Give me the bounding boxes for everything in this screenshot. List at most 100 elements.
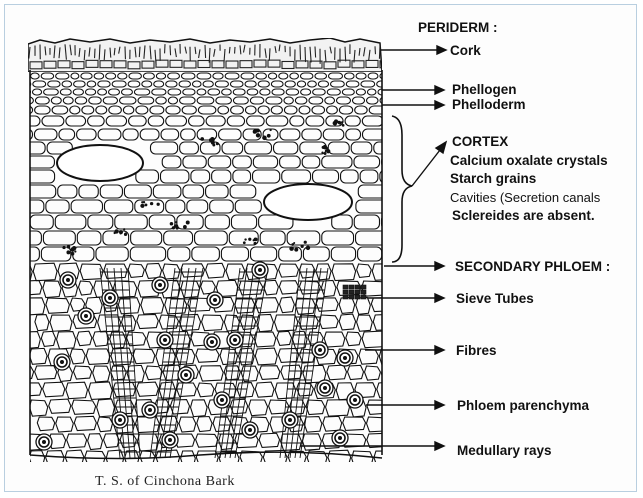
cortex-cell — [143, 73, 154, 79]
cortex-cell — [227, 116, 244, 126]
cortex-cell — [205, 215, 229, 229]
parenchyma-cell — [35, 366, 57, 380]
starch-grain — [256, 133, 260, 137]
cortex-cell — [73, 89, 83, 95]
cortex-cell — [208, 89, 220, 95]
cortex-cell — [74, 81, 86, 87]
cortex-cell — [19, 89, 31, 95]
cortex-cell — [367, 89, 376, 95]
parenchyma-cell — [73, 366, 91, 379]
cortex-cell — [328, 142, 349, 154]
cork-hatch — [170, 45, 171, 55]
cortex-cell — [210, 200, 234, 213]
starch-grain — [141, 201, 143, 203]
parenchyma-cell — [279, 264, 299, 277]
parenchyma-cell — [348, 365, 364, 379]
fibre-lumen — [118, 418, 122, 422]
cortex-cell — [81, 73, 92, 79]
cortex-cell — [88, 215, 113, 229]
cortex-cell — [21, 106, 32, 114]
parenchyma-cell — [181, 281, 200, 298]
cortex-cell — [124, 185, 151, 198]
cortex-cell — [106, 73, 116, 79]
cork-hatch — [315, 46, 316, 57]
cortex-cell — [60, 89, 71, 95]
cortex-cell — [24, 97, 33, 104]
fibre-lumen — [220, 398, 224, 402]
cortex-cell — [299, 106, 310, 114]
starch-grain — [183, 225, 187, 229]
cortex-cell — [183, 156, 206, 168]
starch-grain — [341, 121, 343, 123]
secretion-cavity-1 — [57, 145, 143, 181]
cork-hatch — [305, 47, 306, 62]
fibre-lumen — [148, 408, 152, 412]
starch-grain — [326, 149, 330, 153]
cortex-cell — [219, 129, 241, 140]
cork-hatch — [345, 47, 346, 62]
arrow-cortex — [412, 150, 440, 186]
parenchyma-cell — [365, 366, 381, 380]
cortex-cell — [233, 170, 251, 183]
arrowhead-cork — [437, 46, 446, 54]
arrowhead-phellogen — [435, 86, 444, 94]
parenchyma-cell — [23, 280, 42, 294]
cortex-cell — [345, 116, 360, 126]
cortex-cell — [79, 185, 98, 198]
fibre-lumen — [84, 314, 88, 318]
cortex-cell — [354, 215, 379, 229]
cortex-cell — [98, 81, 110, 87]
parenchyma-cell — [50, 315, 72, 331]
parenchyma-cell — [118, 298, 140, 314]
cortex-cell — [129, 116, 147, 126]
parenchyma-cell — [381, 366, 405, 383]
cortex-cell — [323, 129, 344, 140]
parenchyma-cell — [181, 264, 205, 277]
cortex-cell — [77, 231, 101, 245]
starch-grain — [269, 129, 271, 131]
fibre-lumen — [288, 418, 292, 422]
parenchyma-cell — [74, 416, 96, 430]
fibre-lumen — [323, 386, 327, 390]
starch-grain — [172, 226, 175, 229]
cortex-cell — [306, 116, 324, 126]
cortex-cell — [104, 200, 132, 213]
cork-hatch — [229, 47, 230, 54]
starch-grain — [72, 246, 76, 250]
parenchyma-cell — [141, 298, 164, 314]
arrowhead-phelloderm — [435, 101, 444, 109]
cortex-cell — [213, 73, 223, 79]
cortex-cell — [280, 129, 300, 140]
cortex-cell — [118, 73, 127, 79]
cortex-cell — [341, 170, 359, 183]
cortex-cell — [71, 73, 79, 79]
cork-hatch — [99, 44, 100, 59]
cortex-cell — [150, 106, 164, 114]
cortex-cell — [23, 185, 56, 198]
parenchyma-cell — [323, 416, 342, 431]
parenchyma-cell — [163, 264, 180, 279]
cortex-cell — [260, 89, 270, 95]
starch-grain — [150, 202, 153, 205]
starch-grain — [170, 222, 174, 226]
cortex-cell — [115, 215, 147, 229]
parenchyma-cell — [88, 434, 103, 450]
cortex-cell — [380, 170, 400, 183]
cortex-cell — [358, 247, 382, 261]
cork-hatch — [379, 45, 380, 58]
parenchyma-cell — [33, 263, 57, 280]
parenchyma-cell — [104, 434, 120, 448]
starch-grain — [123, 228, 125, 230]
cortex-cell — [48, 81, 60, 87]
arrowhead-cortex — [436, 142, 446, 153]
parenchyma-cell — [235, 298, 255, 313]
cortex-cell — [85, 89, 95, 95]
cortex-cell — [71, 200, 102, 213]
parenchyma-cell — [306, 400, 324, 415]
starch-grain — [291, 243, 294, 246]
cork-hatch — [139, 47, 140, 57]
cortex-cell — [82, 106, 94, 114]
parenchyma-cell — [343, 417, 366, 430]
cortex-cell — [197, 89, 206, 95]
cortex-cell — [22, 116, 40, 126]
